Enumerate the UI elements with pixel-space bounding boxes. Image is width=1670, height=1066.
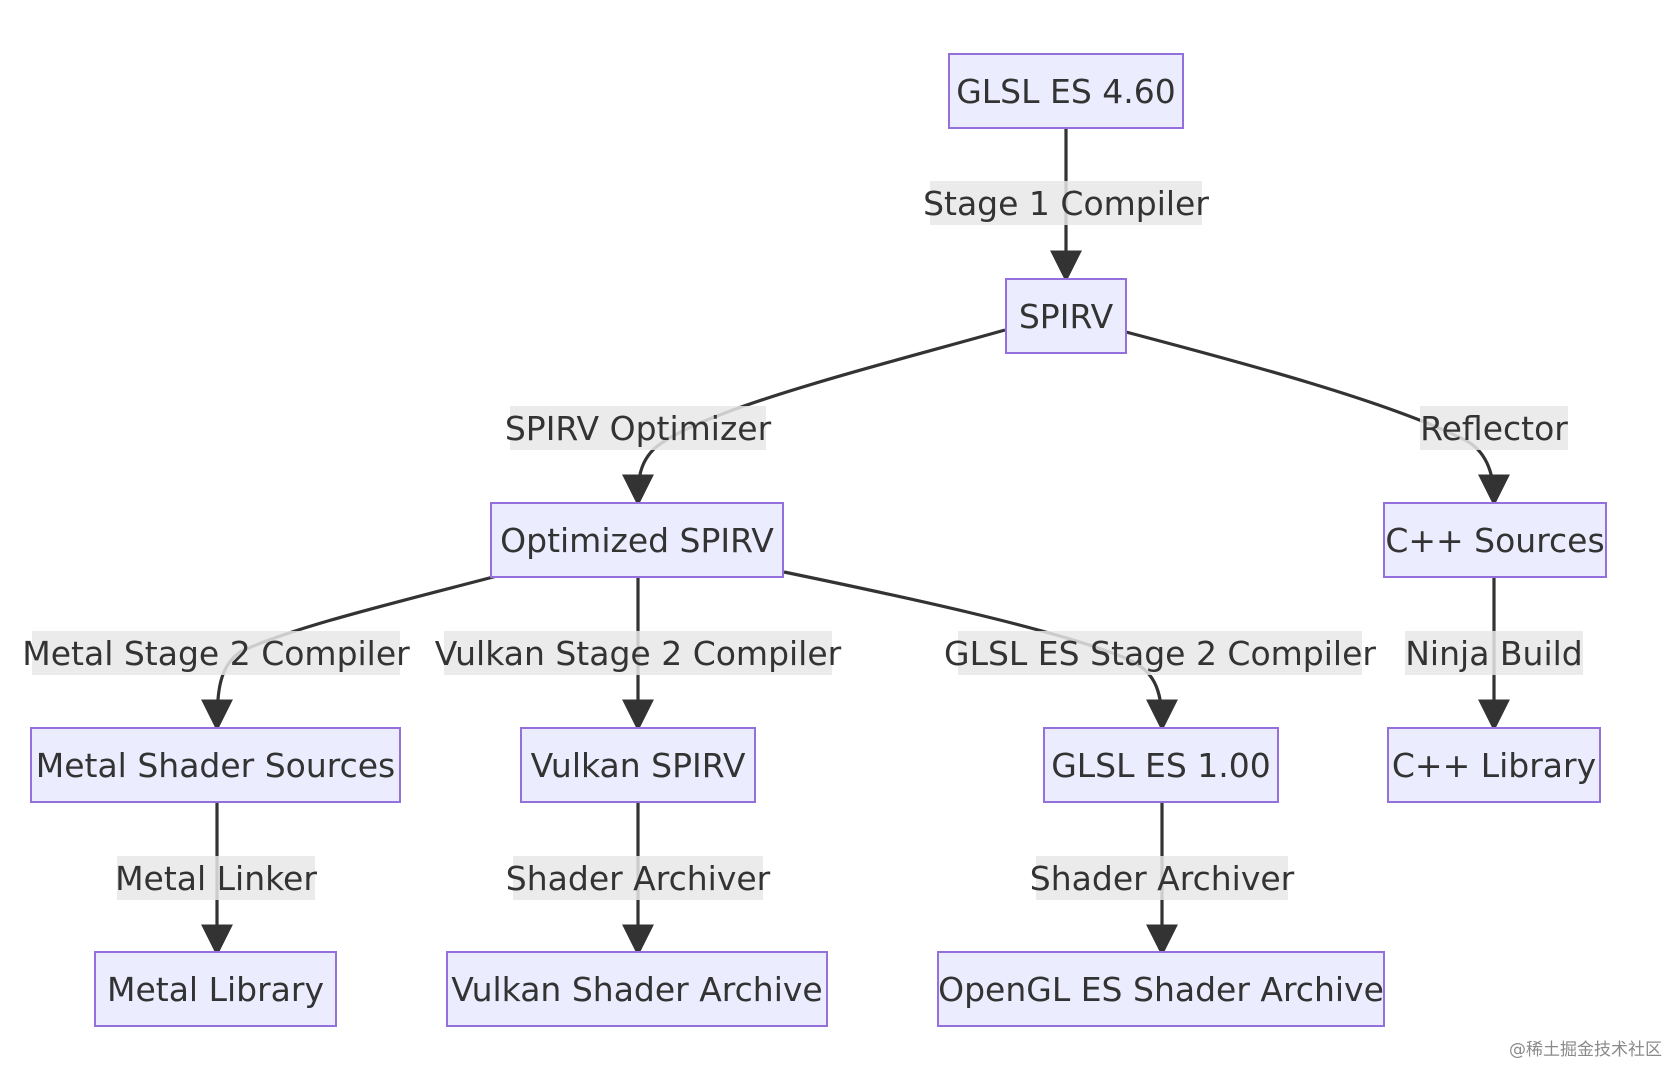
- edge-label-metal-stage2-compiler: Metal Stage 2 Compiler: [22, 631, 410, 675]
- node-spirv[interactable]: SPIRV: [1005, 278, 1127, 354]
- edge-spirv-to-cpp-sources: [1125, 330, 1510, 507]
- edge-label-metal-linker: Metal Linker: [115, 856, 317, 900]
- node-opengl-es-shader-archive[interactable]: OpenGL ES Shader Archive: [937, 951, 1385, 1027]
- edge-label-stage1-compiler: Stage 1 Compiler: [923, 181, 1209, 225]
- edge-label-reflector: Reflector: [1420, 406, 1568, 450]
- node-glsl-es-100[interactable]: GLSL ES 1.00: [1043, 727, 1279, 803]
- edge-label-ninja-build: Ninja Build: [1405, 631, 1583, 675]
- edge-label-glsl-es-stage2-compiler: GLSL ES Stage 2 Compiler: [944, 631, 1376, 675]
- node-vulkan-spirv[interactable]: Vulkan SPIRV: [520, 727, 756, 803]
- edge-label-spirv-optimizer: SPIRV Optimizer: [505, 406, 771, 450]
- edge-label-vulkan-stage2-compiler: Vulkan Stage 2 Compiler: [435, 631, 841, 675]
- node-metal-shader-sources[interactable]: Metal Shader Sources: [30, 727, 401, 803]
- edge-label-shader-archiver-vulkan: Shader Archiver: [506, 856, 770, 900]
- watermark: @稀土掘金技术社区: [1509, 1040, 1662, 1060]
- node-metal-library[interactable]: Metal Library: [94, 951, 337, 1027]
- edge-label-shader-archiver-gles: Shader Archiver: [1030, 856, 1294, 900]
- node-vulkan-shader-archive[interactable]: Vulkan Shader Archive: [446, 951, 828, 1027]
- node-glsl-es-460[interactable]: GLSL ES 4.60: [948, 53, 1184, 129]
- node-optimized-spirv[interactable]: Optimized SPIRV: [490, 502, 784, 578]
- node-cpp-library[interactable]: C++ Library: [1387, 727, 1601, 803]
- node-cpp-sources[interactable]: C++ Sources: [1383, 502, 1607, 578]
